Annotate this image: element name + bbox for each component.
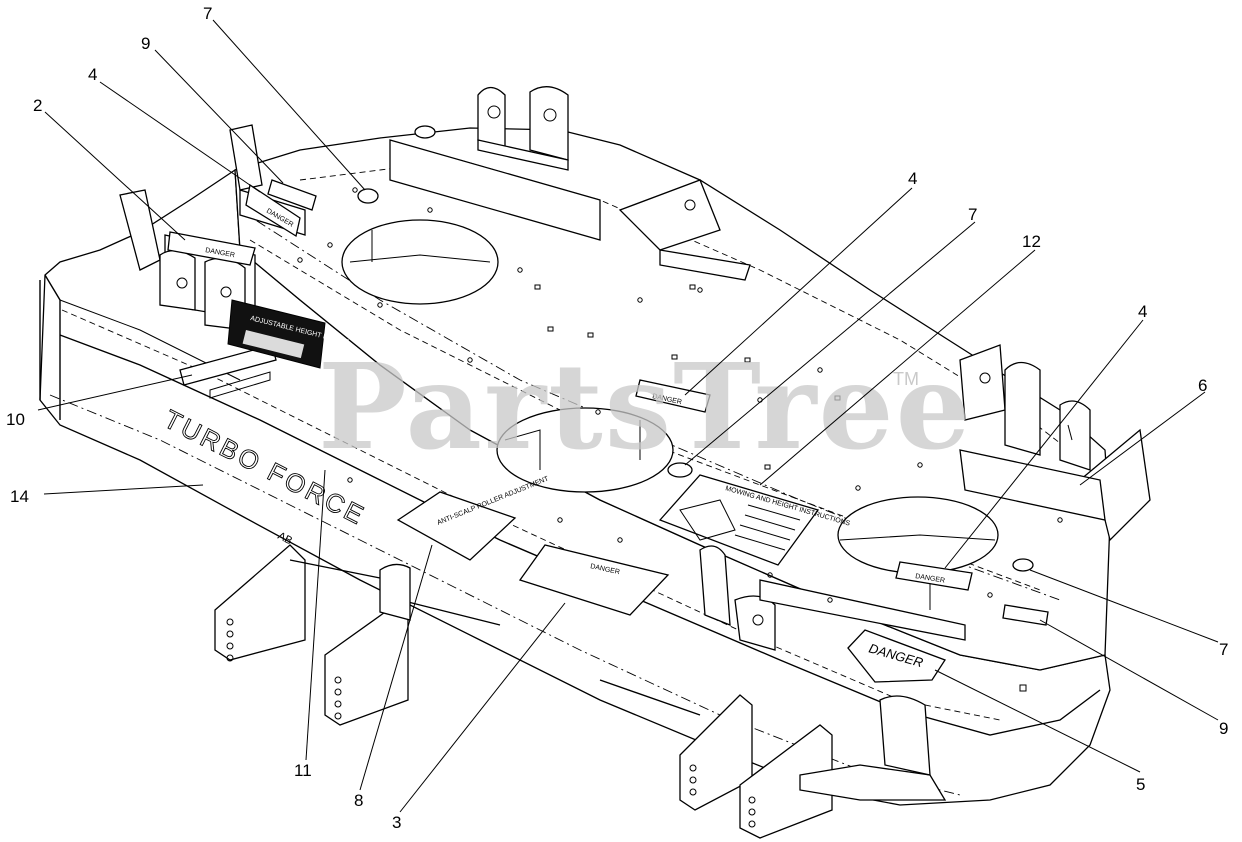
- turbo-force-sub: AB: [276, 530, 295, 547]
- decal-8-anti-scalp: [396, 491, 517, 561]
- callout-14: 14: [10, 487, 29, 506]
- callout-9-rear: 9: [141, 34, 150, 53]
- rear-brackets: [389, 86, 1151, 542]
- roller-brackets: [214, 544, 966, 839]
- decal-3-danger: [518, 544, 670, 616]
- callout-4-rear: 4: [88, 65, 97, 84]
- watermark-brand: PartsTree: [318, 337, 973, 476]
- callout-7-rear: 7: [203, 4, 212, 23]
- decal-12-instructions: [658, 474, 820, 566]
- callout-6: 6: [1198, 376, 1207, 395]
- plug-7-right: [1012, 558, 1034, 572]
- callout-11: 11: [294, 761, 312, 780]
- decal-4-rear: [245, 183, 301, 238]
- svg-text:DANGER: DANGER: [915, 573, 946, 585]
- callout-2: 2: [33, 96, 42, 115]
- callout-9-right: 9: [1219, 719, 1228, 738]
- plug-7-rear: [357, 188, 379, 204]
- decal-4-center: [635, 379, 711, 413]
- callout-5: 5: [1136, 775, 1145, 794]
- callout-7-right: 7: [1219, 640, 1228, 659]
- decal-4-right: [895, 561, 973, 591]
- decal-5-danger: [847, 629, 946, 683]
- plug-7-center: [667, 462, 693, 478]
- callout-7-center: 7: [968, 205, 977, 224]
- decal-9-right: [1002, 604, 1049, 626]
- callout-numbers: 7 9 4 2 4 7 12 4 6 10 14 7 9 5 11 8 3: [6, 4, 1228, 832]
- blade-openings: [341, 219, 999, 610]
- callout-12: 12: [1022, 232, 1041, 251]
- anti-scalp-plate: [179, 344, 277, 399]
- callout-4-right: 4: [1138, 302, 1147, 321]
- callout-3: 3: [392, 813, 401, 832]
- watermark-tm: TM: [893, 369, 919, 389]
- left-front-bracket: DANGER: [119, 189, 256, 331]
- callout-8: 8: [354, 791, 363, 810]
- watermark: PartsTree TM: [318, 337, 973, 476]
- callout-leaders: [37, 19, 1219, 813]
- callout-4-center: 4: [908, 169, 917, 188]
- decal-9-rear: [267, 179, 317, 211]
- callout-10: 10: [6, 410, 25, 429]
